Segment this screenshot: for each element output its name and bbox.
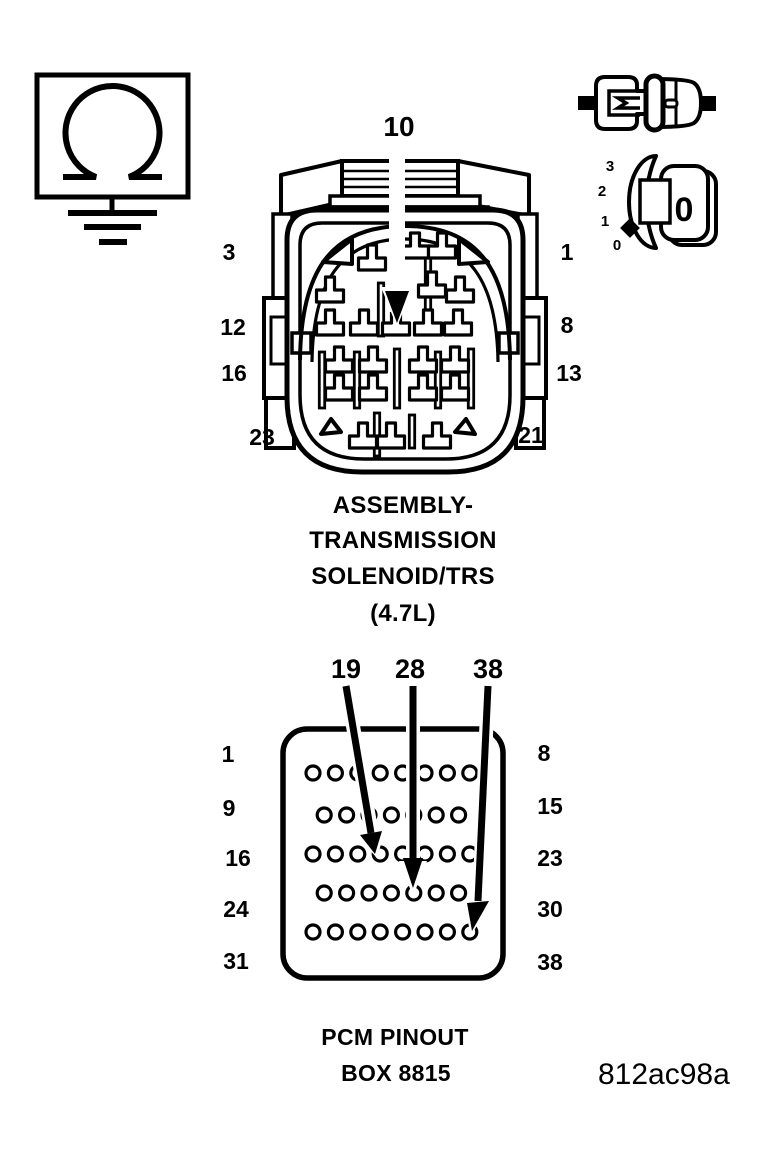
pcm-pin-hole: [394, 923, 412, 941]
pcm-pin-hole: [382, 884, 400, 902]
solenoid-caption-line-4: (4.7L): [370, 600, 436, 627]
dial-position-3: 3: [606, 158, 614, 175]
pcm-pin-hole: [315, 806, 333, 824]
callout-arrow-pin-38: [464, 685, 495, 936]
pcm-pin-label-left-31: 31: [223, 948, 249, 974]
pcm-pin-hole: [338, 806, 356, 824]
solenoid-pin-label-right-8: 8: [561, 312, 574, 338]
pcm-pin-hole: [450, 884, 468, 902]
pcm-pin-hole: [382, 806, 400, 824]
pcm-callout-label-38: 38: [473, 654, 503, 684]
dial-position-2: 2: [598, 183, 606, 200]
pcm-pin-hole: [304, 923, 322, 941]
pcm-pin-hole: [427, 884, 445, 902]
pcm-pin-hole: [338, 884, 356, 902]
solenoid-pin-label-left-3: 3: [223, 239, 236, 265]
inline-connector-icon: [578, 73, 716, 133]
pcm-pin-hole: [326, 845, 344, 863]
pcm-pin-hole: [438, 845, 456, 863]
solenoid-caption: ASSEMBLY- TRANSMISSION SOLENOID/TRS (4.7…: [309, 492, 497, 627]
callout-arrow-pin-28: [399, 686, 427, 896]
pcm-connector-drawing: [280, 684, 506, 981]
pcm-pin-hole: [349, 845, 367, 863]
pcm-pin-hole: [438, 923, 456, 941]
pcm-pin-hole: [427, 806, 445, 824]
solenoid-pin-label-left-23: 23: [249, 424, 275, 450]
callout-arrow-pin-19: [339, 684, 385, 858]
ohmmeter-ground-icon: [34, 72, 191, 245]
pcm-pin-label-right-23: 23: [537, 845, 563, 871]
solenoid-connector-drawing: [262, 146, 548, 475]
pcm-pin-hole: [450, 806, 468, 824]
pcm-callout-label-28: 28: [395, 654, 425, 684]
pcm-pin-hole: [371, 764, 389, 782]
pcm-pin-hole: [416, 764, 434, 782]
pcm-pin-hole: [315, 884, 333, 902]
solenoid-pin-label-right-1: 1: [561, 239, 574, 265]
solenoid-caption-line-1: ASSEMBLY-: [333, 492, 474, 519]
pcm-pin-hole: [326, 764, 344, 782]
pcm-pin-hole: [438, 764, 456, 782]
dial-position-1: 1: [601, 213, 609, 230]
solenoid-pin-label-left-12: 12: [220, 314, 246, 340]
pcm-pin-hole: [360, 884, 378, 902]
solenoid-pin-label-right-13: 13: [556, 360, 582, 386]
pcm-pin-label-right-15: 15: [537, 793, 563, 819]
callout-arrow-pin-10: [381, 146, 413, 327]
pcm-caption-line-2: BOX 8815: [341, 1060, 451, 1086]
pcm-pin-hole: [304, 845, 322, 863]
pcm-caption-line-1: PCM PINOUT: [321, 1024, 468, 1050]
pcm-caption: PCM PINOUT BOX 8815: [321, 1024, 468, 1086]
solenoid-pin-label-left-16: 16: [221, 360, 247, 386]
solenoid-caption-line-3: SOLENOID/TRS: [311, 563, 495, 590]
pcm-pin-hole: [349, 923, 367, 941]
ignition-key-off-icon: 3 2 1 0 0: [598, 154, 718, 254]
pcm-pin-label-left-1: 1: [222, 741, 235, 767]
pcm-pin-label-left-24: 24: [223, 896, 249, 922]
dial-position-0: 0: [613, 237, 621, 254]
pcm-pin-hole: [371, 923, 389, 941]
pcm-pin-label-right-30: 30: [537, 896, 563, 922]
pcm-pin-label-right-38: 38: [537, 949, 563, 975]
solenoid-caption-line-2: TRANSMISSION: [309, 527, 497, 554]
pcm-pin-label-left-9: 9: [223, 795, 236, 821]
pcm-pin-hole: [326, 923, 344, 941]
pcm-pin-hole: [461, 764, 479, 782]
solenoid-callout-label: 10: [383, 111, 414, 142]
solenoid-pin-label-right-21: 21: [518, 422, 544, 448]
pcm-callout-label-19: 19: [331, 654, 361, 684]
key-face-label: 0: [675, 191, 694, 229]
pcm-pin-label-right-8: 8: [538, 740, 551, 766]
pcm-pin-label-left-16: 16: [225, 845, 251, 871]
figure-code: 812ac98a: [598, 1058, 730, 1091]
pcm-pin-hole: [304, 764, 322, 782]
pcm-pin-hole: [416, 923, 434, 941]
